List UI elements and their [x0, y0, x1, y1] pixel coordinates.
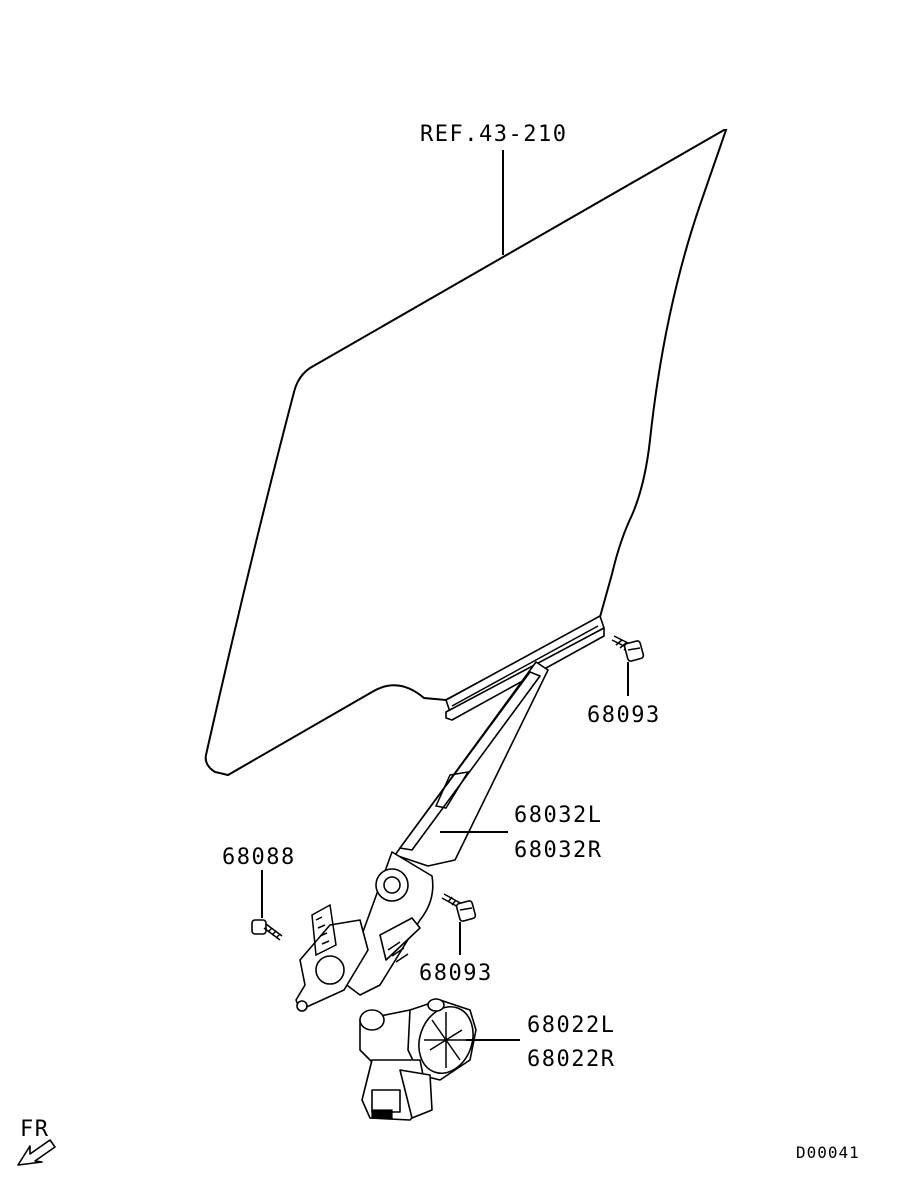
screw-icon	[251, 919, 283, 941]
label-bolt-lower: 68093	[419, 961, 493, 986]
label-diagram-id: D00041	[796, 1143, 860, 1162]
motor-icon	[359, 998, 477, 1121]
label-screw: 68088	[222, 845, 296, 870]
label-motor-left: 68022L	[527, 1013, 615, 1038]
label-glass-ref: REF.43-210	[420, 122, 567, 147]
regulator-arm	[295, 661, 549, 1012]
label-direction: FR	[20, 1117, 50, 1142]
label-regulator-left: 68032L	[514, 803, 602, 828]
door-glass	[204, 129, 728, 777]
label-motor-right: 68022R	[527, 1047, 615, 1072]
glass-channel	[445, 615, 605, 721]
direction-arrow-icon	[17, 1139, 56, 1166]
bolt-lower-icon	[441, 893, 477, 922]
bolt-upper-icon	[611, 635, 645, 662]
label-regulator-right: 68032R	[514, 838, 602, 863]
label-bolt-upper: 68093	[587, 703, 661, 728]
